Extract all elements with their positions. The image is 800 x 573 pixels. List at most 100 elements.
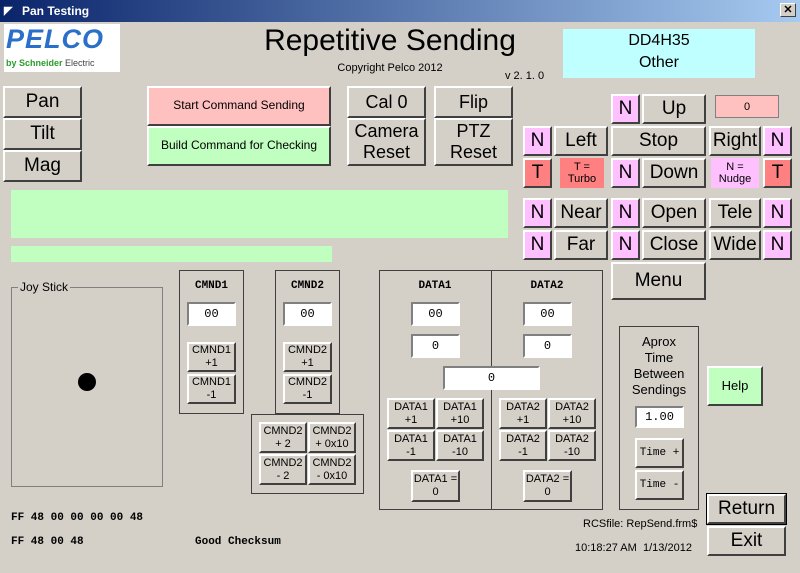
tilt-button[interactable]: Tilt <box>3 118 82 150</box>
cmnd2-panel <box>275 270 340 414</box>
cmnd2-minus2-button[interactable]: CMND2 - 2 <box>259 454 307 485</box>
near-nudge-button[interactable]: N <box>523 198 552 228</box>
close-nudge-button[interactable]: N <box>611 230 640 260</box>
flip-button[interactable]: Flip <box>434 86 513 118</box>
tele-button[interactable]: Tele <box>709 198 761 228</box>
app-icon: ◤ <box>4 5 13 17</box>
cmnd1-panel <box>179 270 244 414</box>
data1-label: DATA1 <box>418 280 452 292</box>
joystick-label: Joy Stick <box>18 280 71 294</box>
start-command-sending-button[interactable]: Start Command Sending <box>147 86 331 126</box>
left-button[interactable]: Left <box>554 126 608 156</box>
cmnd1-minus-button[interactable]: CMND1 -1 <box>187 374 236 404</box>
tele-nudge-button[interactable]: N <box>763 198 792 228</box>
data2-plus1-button[interactable]: DATA2 +1 <box>499 398 547 429</box>
time-minus-button[interactable]: Time - <box>635 470 684 500</box>
wide-button[interactable]: Wide <box>709 230 761 260</box>
joystick-handle[interactable] <box>78 373 96 391</box>
clock-time: 10:18:27 AM <box>575 542 637 554</box>
up-nudge-button[interactable]: N <box>611 94 640 124</box>
command-line-1: FF 48 00 00 00 00 48 <box>11 512 144 524</box>
checksum-status: Good Checksum <box>195 536 281 548</box>
cmnd1-label: CMND1 <box>194 280 228 292</box>
data-divider <box>491 270 492 510</box>
near-button[interactable]: Near <box>554 198 608 228</box>
nudge-info: N = Nudge <box>711 158 759 188</box>
page-title: Repetitive Sending <box>264 24 516 57</box>
logo-sub: by Schneider Electric <box>6 58 95 68</box>
return-button[interactable]: Return <box>706 493 787 525</box>
data2-hex-value: 00 <box>523 302 572 326</box>
build-command-button[interactable]: Build Command for Checking <box>147 126 331 166</box>
down-button[interactable]: Down <box>642 158 706 188</box>
command-line-2: FF 48 00 48 <box>11 536 84 548</box>
cmnd2-extra-panel <box>251 414 364 494</box>
right-turbo-button[interactable]: T <box>763 158 792 188</box>
stop-button[interactable]: Stop <box>611 126 706 156</box>
version: v 2. 1. 0 <box>505 70 545 82</box>
cmnd2-plus0x10-button[interactable]: CMND2 + 0x10 <box>308 422 356 453</box>
timing-value: 1.00 <box>635 406 684 428</box>
pan-button[interactable]: Pan <box>3 86 82 118</box>
status-bar-small <box>11 246 332 262</box>
data2-plus10-button[interactable]: DATA2 +10 <box>548 398 596 429</box>
far-button[interactable]: Far <box>554 230 608 260</box>
cmnd1-plus-button[interactable]: CMND1 +1 <box>187 342 236 372</box>
camera-reset-button[interactable]: Camera Reset <box>347 118 426 166</box>
data1-plus10-button[interactable]: DATA1 +10 <box>436 398 484 429</box>
open-nudge-button[interactable]: N <box>611 198 640 228</box>
window-title: Pan Testing <box>22 4 90 18</box>
left-nudge-button[interactable]: N <box>523 126 552 156</box>
timing-panel <box>619 326 699 510</box>
cmnd2-value: 00 <box>283 302 332 326</box>
menu-button[interactable]: Menu <box>611 262 706 300</box>
data2-dec-value: 0 <box>523 334 572 358</box>
status-bar-large <box>11 190 508 238</box>
far-nudge-button[interactable]: N <box>523 230 552 260</box>
time-plus-button[interactable]: Time + <box>635 438 684 468</box>
up-button[interactable]: Up <box>642 94 706 124</box>
rcsfile-label: RCSfile: RepSend.frm$ <box>583 518 698 530</box>
joystick-frame <box>11 287 163 487</box>
cmnd2-plus2-button[interactable]: CMND2 + 2 <box>259 422 307 453</box>
cmnd2-minus0x10-button[interactable]: CMND2 - 0x10 <box>308 454 356 485</box>
timing-label: Aprox Time Between Sendings <box>631 334 687 397</box>
close-button[interactable]: Close <box>642 230 706 260</box>
copyright: Copyright Pelco 2012 <box>337 62 443 74</box>
clock-date: 1/13/2012 <box>643 542 692 554</box>
wide-nudge-button[interactable]: N <box>763 230 792 260</box>
mag-button[interactable]: Mag <box>3 150 82 182</box>
cal0-button[interactable]: Cal 0 <box>347 86 426 118</box>
data2-minus1-button[interactable]: DATA2 -1 <box>499 430 547 461</box>
help-button[interactable]: Help <box>707 366 763 406</box>
left-turbo-button[interactable]: T <box>523 158 552 188</box>
turbo-info: T = Turbo <box>560 158 604 188</box>
down-nudge-button[interactable]: N <box>611 158 640 188</box>
exit-button[interactable]: Exit <box>707 526 786 556</box>
open-button[interactable]: Open <box>642 198 706 228</box>
data1-hex-value: 00 <box>411 302 460 326</box>
cmnd2-minus-button[interactable]: CMND2 -1 <box>283 374 332 404</box>
right-button[interactable]: Right <box>709 126 761 156</box>
cmnd1-value: 00 <box>187 302 236 326</box>
title-bar: ◤ Pan Testing ✕ <box>0 0 800 22</box>
device-type: Other <box>638 54 679 71</box>
close-icon[interactable]: ✕ <box>780 3 796 17</box>
data2-minus10-button[interactable]: DATA2 -10 <box>548 430 596 461</box>
data1-plus1-button[interactable]: DATA1 +1 <box>387 398 435 429</box>
cmnd2-label: CMND2 <box>290 280 324 292</box>
pelco-logo: PELCO by Schneider Electric <box>4 24 120 72</box>
data2-label: DATA2 <box>530 280 564 292</box>
logo-brand: PELCO <box>6 24 105 54</box>
ptz-reset-button[interactable]: PTZ Reset <box>434 118 513 166</box>
data-combined-value: 0 <box>443 366 540 390</box>
device-panel: DD4H35 Other <box>563 29 755 78</box>
data1-minus10-button[interactable]: DATA1 -10 <box>436 430 484 461</box>
data2-zero-button[interactable]: DATA2 = 0 <box>523 470 572 502</box>
cmnd2-plus-button[interactable]: CMND2 +1 <box>283 342 332 372</box>
device-model: DD4H35 <box>628 32 690 49</box>
ptz-counter: 0 <box>715 95 779 118</box>
right-nudge-button[interactable]: N <box>763 126 792 156</box>
data1-zero-button[interactable]: DATA1 = 0 <box>411 470 460 502</box>
data1-minus1-button[interactable]: DATA1 -1 <box>387 430 435 461</box>
